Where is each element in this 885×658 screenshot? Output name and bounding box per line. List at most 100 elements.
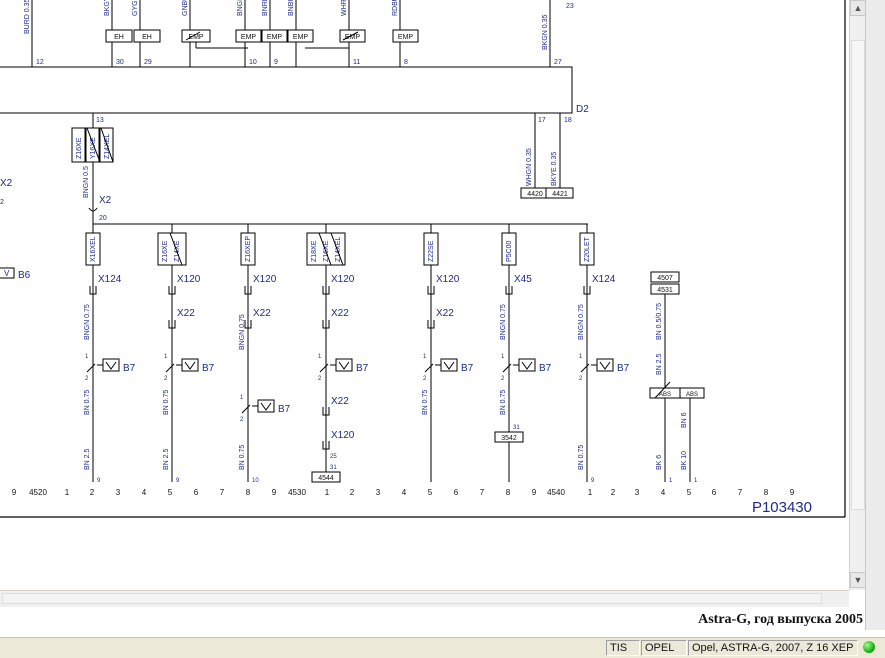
wire-label: BN 0.75 xyxy=(239,445,246,470)
variant-code: Y16XE xyxy=(90,137,97,159)
path-number: 3 xyxy=(635,488,640,497)
top-connector-box xyxy=(261,29,288,43)
path-number: 5 xyxy=(687,488,692,497)
connector-label: X124 xyxy=(98,274,122,285)
status-bar: TIS OPEL Opel, ASTRA-G, 2007, Z 16 XEP xyxy=(0,637,885,658)
sensor-label: B7 xyxy=(202,363,215,374)
path-number: 9 xyxy=(12,488,17,497)
abs-label: ABS xyxy=(659,392,671,398)
status-cell-vehicle: Opel, ASTRA-G, 2007, Z 16 XEP xyxy=(688,640,858,656)
top-wire-pin: 27 xyxy=(554,59,562,66)
horizontal-scrollbar[interactable] xyxy=(0,590,849,607)
sensor-pin: 1 xyxy=(318,354,322,360)
splice-pin: 20 xyxy=(99,215,107,222)
top-wire-pin: 10 xyxy=(249,59,257,66)
wire-label: BN 0.75 xyxy=(422,390,429,415)
sensor-v-icon xyxy=(260,402,272,411)
vertical-scroll-thumb[interactable] xyxy=(851,40,865,510)
variant-slash xyxy=(169,232,183,266)
connector-symbol xyxy=(427,320,435,329)
branch-variant-box xyxy=(306,232,346,266)
pin-label: 1 xyxy=(669,478,673,484)
abs-label: ABS xyxy=(686,392,698,398)
connector-label: X120 xyxy=(436,274,460,285)
connector-symbol xyxy=(322,441,330,450)
vertical-scrollbar[interactable]: ▲ ▼ xyxy=(849,0,866,590)
wire-label: BKYE 0.35 xyxy=(551,152,558,186)
pin-label: 9 xyxy=(591,478,595,484)
top-wire-label: BNBU xyxy=(288,0,295,16)
sensor-pin: 2 xyxy=(423,376,427,382)
connector-label: X124 xyxy=(592,274,616,285)
pin-label: 25 xyxy=(330,454,337,460)
path-number: 3 xyxy=(116,488,121,497)
sensor-switch xyxy=(502,363,512,373)
pin-label: 1 xyxy=(694,478,698,484)
top-wire-pin: 11 xyxy=(353,59,360,66)
variant-code: Z20LET xyxy=(584,236,591,262)
path-number: 6 xyxy=(454,488,459,497)
variant-code: Z14XE xyxy=(174,240,181,262)
top-wire-label: WHRD xyxy=(341,0,348,16)
sensor-v-icon xyxy=(105,361,117,370)
side-pane xyxy=(865,0,885,630)
module-id: D2 xyxy=(576,104,589,115)
top-connector-label: EMP xyxy=(188,34,204,41)
connection-status-icon xyxy=(863,641,875,653)
sensor-switch xyxy=(86,363,96,373)
connector-label: X22 xyxy=(436,308,454,319)
reference-number: 4531 xyxy=(657,287,673,294)
status-cell-tis: TIS xyxy=(606,640,640,656)
wire-label: BN 2.5 xyxy=(656,353,663,375)
sensor-pin: 1 xyxy=(579,354,583,360)
path-number: 9 xyxy=(272,488,277,497)
connector-label: X22 xyxy=(331,308,349,319)
variant-code: P5C00 xyxy=(506,240,513,262)
path-number: 8 xyxy=(506,488,511,497)
emp-slash xyxy=(342,31,359,41)
sensor-label: B7 xyxy=(461,363,474,374)
wire-label: BNGN 0.75 xyxy=(578,304,585,340)
variant-code: Z14XEL xyxy=(335,237,342,262)
sensor-switch xyxy=(580,363,590,373)
wire-label: BN 0.5/0.75 xyxy=(656,303,663,340)
top-wire-pin: 8 xyxy=(404,59,408,66)
path-number: 4 xyxy=(661,488,666,497)
variant-slash xyxy=(100,127,114,163)
sensor-pin: 2 xyxy=(85,376,89,382)
reference-number: 4421 xyxy=(552,191,568,198)
edge-label: 2 xyxy=(0,199,4,206)
wire-label: WHGN 0.35 xyxy=(526,148,533,186)
top-wire-label: BKGY xyxy=(104,0,111,16)
connector-symbol xyxy=(583,286,591,295)
sensor-pin: 1 xyxy=(240,395,244,401)
path-number: 1 xyxy=(65,488,70,497)
horizontal-scroll-thumb[interactable] xyxy=(2,593,822,604)
pin-label: 9 xyxy=(176,478,180,484)
top-wire-label: BURD 0.35 xyxy=(24,0,31,34)
sensor-pin: 2 xyxy=(164,376,168,382)
path-number: 9 xyxy=(532,488,537,497)
top-wire-pin: 30 xyxy=(116,59,124,66)
edge-label: B6 xyxy=(18,270,31,281)
connector-label: X120 xyxy=(253,274,277,285)
top-connector-label: EH xyxy=(142,34,152,41)
connector-symbol xyxy=(322,407,330,416)
sensor-pin: 2 xyxy=(501,376,505,382)
connector-label: X22 xyxy=(253,308,271,319)
abs-box xyxy=(679,387,705,399)
top-connector-label: EMP xyxy=(398,34,414,41)
top-connector-label: EMP xyxy=(267,34,283,41)
top-connector-box xyxy=(105,29,133,43)
connector-symbol xyxy=(322,286,330,295)
variant-code: Z16XE xyxy=(323,240,330,262)
scroll-down-arrow-icon[interactable]: ▼ xyxy=(850,572,866,588)
scroll-up-arrow-icon[interactable]: ▲ xyxy=(850,0,866,16)
top-wire-label: GYGN xyxy=(132,0,139,16)
connector-label: X120 xyxy=(177,274,201,285)
sensor-switch xyxy=(319,363,329,373)
path-number: 4 xyxy=(142,488,147,497)
pin-label: 9 xyxy=(97,478,101,484)
top-wire-pin: 29 xyxy=(144,59,152,66)
